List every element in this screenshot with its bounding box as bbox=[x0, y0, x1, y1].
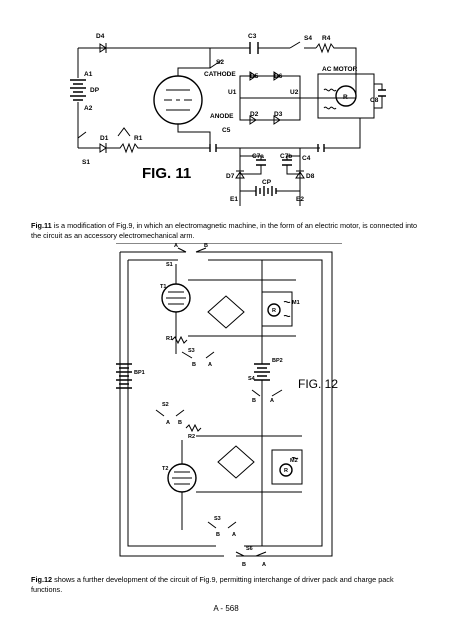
label-anode: ANODE bbox=[210, 113, 234, 120]
label-c7a: C7a bbox=[252, 153, 264, 160]
label-c4: C4 bbox=[302, 155, 311, 162]
fig12-caption-text: shows a further development of the circu… bbox=[31, 575, 394, 594]
label-s1: S1 bbox=[82, 159, 90, 166]
label-cathode: CATHODE bbox=[204, 71, 236, 78]
divider-rule bbox=[116, 243, 342, 244]
label-d3: D3 bbox=[274, 111, 283, 118]
label-b-top: B bbox=[204, 243, 208, 249]
label-d6: D6 bbox=[274, 73, 283, 80]
fig12-circuit-diagram: A B S1 T1 M1 R R1 S3 B A BP1 BP2 FIG. 12… bbox=[116, 243, 338, 568]
label-u1: U1 bbox=[228, 89, 237, 96]
fig11-caption: Fig.11 is a modification of Fig.9, in wh… bbox=[31, 221, 423, 241]
label-s1: S1 bbox=[166, 262, 173, 268]
label-u2: U2 bbox=[290, 89, 299, 96]
label-e1: E1 bbox=[230, 196, 238, 203]
fig12-caption: Fig.12 shows a further development of th… bbox=[31, 575, 423, 595]
label-dp: DP bbox=[90, 87, 100, 94]
label-b-s6: B bbox=[242, 562, 246, 568]
label-cp: CP bbox=[262, 179, 272, 186]
label-t1: T1 bbox=[160, 284, 166, 290]
label-s2: S2 bbox=[216, 59, 224, 66]
label-a-s4: A bbox=[270, 398, 274, 404]
label-b-s3: B bbox=[192, 362, 196, 368]
label-s4: S4 bbox=[248, 376, 256, 382]
fig11-title: FIG. 11 bbox=[142, 165, 191, 182]
label-r2: R2 bbox=[188, 434, 195, 440]
label-a2: A2 bbox=[84, 105, 93, 112]
fig11-circuit-diagram: D4 C3 S4 R4 S2 CATHODE D5 D6 AC MOTOR A1… bbox=[70, 33, 386, 206]
fig12-caption-lead: Fig.12 bbox=[31, 575, 53, 584]
label-d8: D8 bbox=[306, 173, 315, 180]
label-s2: S2 bbox=[162, 402, 169, 408]
label-s6: S6 bbox=[246, 546, 253, 552]
label-c3: C3 bbox=[248, 33, 257, 40]
label-a-top: A bbox=[174, 243, 178, 249]
label-t2: T2 bbox=[162, 466, 168, 472]
label-bp2: BP2 bbox=[272, 358, 283, 364]
label-a-s3: A bbox=[208, 362, 212, 368]
label-s3-bottom: S3 bbox=[214, 516, 221, 522]
label-r1: R1 bbox=[166, 336, 173, 342]
label-c8: C8 bbox=[370, 97, 379, 104]
label-d7: D7 bbox=[226, 173, 235, 180]
label-s4: S4 bbox=[304, 35, 312, 42]
fig11-caption-lead: Fig.11 bbox=[31, 221, 52, 230]
page-number: A - 568 bbox=[213, 604, 239, 613]
fig11-caption-text: is a modification of Fig.9, in which an … bbox=[31, 221, 418, 240]
label-c5: C5 bbox=[222, 127, 231, 134]
label-d2: D2 bbox=[250, 111, 259, 118]
label-a-s3b: A bbox=[232, 532, 236, 538]
label-m1: M1 bbox=[292, 300, 300, 306]
label-r-m2: R bbox=[284, 468, 288, 474]
label-r-m1: R bbox=[272, 308, 276, 314]
label-e2: E2 bbox=[296, 196, 304, 203]
label-d4: D4 bbox=[96, 33, 105, 40]
label-r4: R4 bbox=[322, 35, 331, 42]
label-c7b: C7b bbox=[280, 153, 292, 160]
label-r1: R1 bbox=[134, 135, 143, 142]
label-r: R bbox=[343, 94, 348, 101]
label-d1: D1 bbox=[100, 135, 109, 142]
label-a1: A1 bbox=[84, 71, 93, 78]
label-a-s2: A bbox=[166, 420, 170, 426]
fig12-title: FIG. 12 bbox=[298, 377, 338, 391]
label-ac-motor: AC MOTOR bbox=[322, 66, 358, 73]
label-b-s3b: B bbox=[216, 532, 220, 538]
label-m2: M2 bbox=[290, 458, 298, 464]
label-s3-top: S3 bbox=[188, 348, 195, 354]
label-d5: D5 bbox=[250, 73, 259, 80]
label-b-s2: B bbox=[178, 420, 182, 426]
label-b-s4: B bbox=[252, 398, 256, 404]
label-bp1: BP1 bbox=[134, 370, 145, 376]
label-a-s6: A bbox=[262, 562, 266, 568]
